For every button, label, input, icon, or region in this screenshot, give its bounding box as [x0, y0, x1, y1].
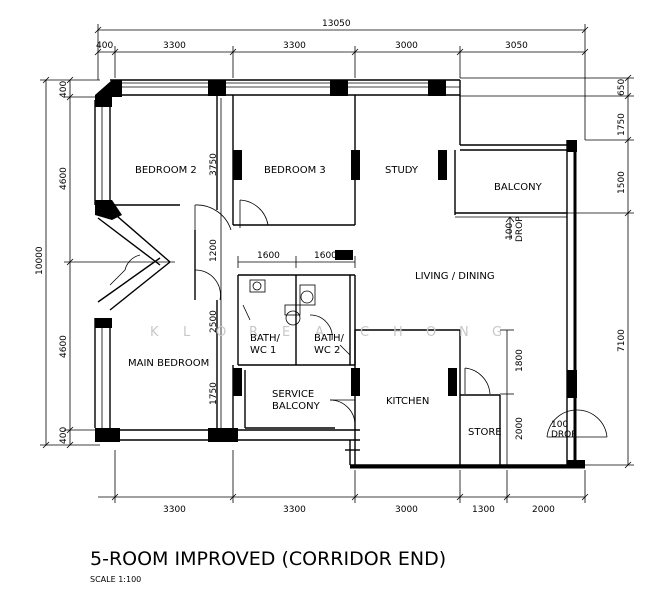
watermark-letter: H — [393, 325, 403, 340]
dim-top-overall: 13050 — [322, 19, 351, 29]
room-label-bedroom-2: BEDROOM 2 — [135, 165, 197, 176]
room-label-service-balcony-2: BALCONY — [272, 401, 321, 412]
watermark-letter: O — [216, 325, 226, 340]
walls — [94, 79, 585, 469]
dim-bottom-3: 3000 — [395, 505, 418, 515]
dim-bottom-2: 3300 — [283, 505, 306, 515]
room-label-kitchen: KITCHEN — [386, 396, 429, 407]
room-label-main-bedroom: MAIN BEDROOM — [128, 358, 209, 369]
room-label-bedroom-3: BEDROOM 3 — [264, 165, 326, 176]
dim-top-5: 3050 — [505, 41, 528, 51]
dim-left-overall: 10000 — [35, 246, 45, 275]
watermark-letter: R — [249, 325, 258, 340]
dim-top-4: 3000 — [395, 41, 418, 51]
plan-title: 5-ROOM IMPROVED (CORRIDOR END) — [90, 548, 446, 570]
watermark-letter: G — [492, 325, 502, 340]
dim-bottom-5: 2000 — [532, 505, 555, 515]
watermark-letter: O — [426, 325, 436, 340]
watermark-letter: E — [282, 325, 290, 340]
dim-bottom-1: 3300 — [163, 505, 186, 515]
room-label-bath-2: BATH/ — [314, 333, 345, 344]
dim-inner-2000: 2000 — [515, 417, 525, 440]
drop-labels: 100 DROP 100 DROP — [505, 216, 577, 440]
dim-right-3: 1500 — [617, 171, 627, 194]
dim-top-3: 3300 — [283, 41, 306, 51]
dim-inner-1600-a: 1600 — [257, 251, 280, 261]
structural-columns — [95, 80, 585, 468]
watermark-letter: A — [315, 325, 324, 340]
dim-inner-3750: 3750 — [209, 153, 219, 176]
watermark-letter: N — [459, 325, 469, 340]
dim-left-4: 400 — [59, 427, 69, 444]
dim-top-2: 3300 — [163, 41, 186, 51]
corridor-drop-text: DROP — [551, 430, 577, 440]
dim-inner-2500: 2500 — [209, 310, 219, 333]
dim-inner-1200: 1200 — [209, 239, 219, 262]
watermark-letter: C — [360, 325, 369, 340]
balcony-drop-text: DROP — [515, 216, 525, 242]
dim-right-4: 7100 — [617, 329, 627, 352]
dim-inner-1600-b: 1600 — [314, 251, 337, 261]
room-label-store: STORE — [468, 427, 502, 438]
room-label-study: STUDY — [385, 165, 419, 176]
room-label-bath-1-wc: WC 1 — [250, 345, 276, 356]
watermark: K L O R E A C H O N G — [150, 325, 502, 340]
corridor-drop-value: 100 — [551, 420, 568, 430]
dim-inner-1800: 1800 — [515, 349, 525, 372]
dim-right-2: 1750 — [617, 113, 627, 136]
watermark-letter: L — [183, 325, 191, 340]
dimension-text: 13050 400 3300 3300 3000 3050 3300 3300 … — [35, 19, 627, 515]
room-label-service-balcony: SERVICE — [272, 389, 314, 400]
dim-bottom-4: 1300 — [472, 505, 495, 515]
dim-top-1: 400 — [96, 41, 113, 51]
dim-left-1: 400 — [59, 81, 69, 98]
plan-scale: SCALE 1:100 — [90, 575, 141, 584]
dimension-lines — [40, 24, 634, 503]
doors-and-fixtures — [109, 82, 608, 438]
dim-left-2: 4600 — [59, 167, 69, 190]
dim-left-3: 4600 — [59, 335, 69, 358]
room-label-bath-1: BATH/ — [250, 333, 281, 344]
room-label-living-dining: LIVING / DINING — [415, 271, 495, 282]
room-labels: BEDROOM 2 BEDROOM 3 STUDY BALCONY LIVING… — [128, 165, 543, 438]
room-label-bath-2-wc: WC 2 — [314, 345, 340, 356]
dim-right-1: 650 — [617, 79, 627, 96]
watermark-letter: K — [150, 325, 159, 340]
room-label-balcony: BALCONY — [494, 182, 543, 193]
dim-inner-1750: 1750 — [209, 382, 219, 405]
balcony-drop-value: 100 — [505, 223, 515, 240]
